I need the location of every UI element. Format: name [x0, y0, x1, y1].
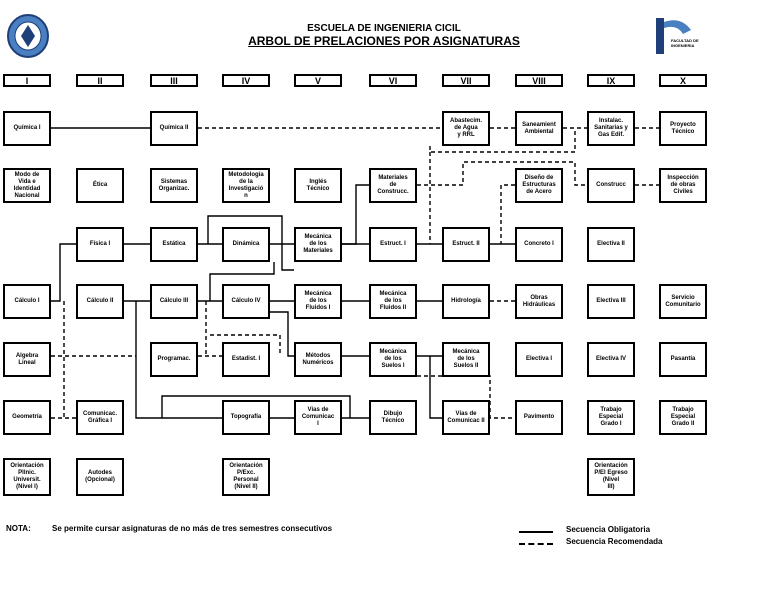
semester-header-2: II — [76, 74, 124, 87]
mandatory-sequence-line — [135, 301, 222, 419]
course-box-orientacion2: Orientación P/Exc. Personal (Nivel II) — [222, 458, 270, 496]
legend-solid-line — [519, 531, 553, 533]
course-box-hidrologia: Hidrología — [442, 284, 490, 319]
note-label: NOTA: — [6, 524, 31, 533]
legend-mandatory-label: Secuencia Obligatoria — [566, 525, 651, 534]
semester-header-6: VI — [369, 74, 417, 87]
mandatory-sequence-line — [342, 184, 369, 245]
course-box-electiva3: Electiva III — [587, 284, 635, 319]
course-box-orientacion3: Orientación P/El Egreso (Nivel III) — [587, 458, 635, 496]
university-seal-icon — [7, 14, 49, 58]
mandatory-sequence-line — [270, 311, 294, 357]
course-box-geometria: Geometría — [3, 400, 51, 435]
course-box-proyecto: Proyecto Técnico — [659, 111, 707, 146]
course-box-materiales: Materiales de Construcc. — [369, 168, 417, 203]
course-box-vias2: Vías de Comunicac II — [442, 400, 490, 435]
course-box-trabajo1: Trabajo Especial Grado I — [587, 400, 635, 435]
course-box-mec-fluidos2: Mecánica de los Fluidos II — [369, 284, 417, 319]
recommended-sequence-line — [429, 128, 576, 153]
course-box-inspeccion: Inspección de obras Civiles — [659, 168, 707, 203]
course-box-estruct2: Estruct. II — [442, 227, 490, 262]
course-box-electiva2: Electiva II — [587, 227, 635, 262]
course-box-pasantia: Pasantía — [659, 342, 707, 377]
course-box-comunicac1: Comunicac. Gráfica I — [76, 400, 124, 435]
semester-header-3: III — [150, 74, 198, 87]
semester-header-5: V — [294, 74, 342, 87]
course-box-estruct1: Estruct. I — [369, 227, 417, 262]
faculty-logo-text: FACULTAD DE INGENIERIA — [671, 38, 699, 48]
course-box-instalac: Instalac. Sanitarias y Gas Edif. — [587, 111, 635, 146]
mandatory-sequence-line — [51, 243, 76, 302]
legend-recommended-label: Secuencia Recomendada — [566, 537, 663, 546]
course-box-autodes: Autodes (Opcional) — [76, 458, 124, 496]
course-box-modo-vida: Modo de Vida e Identidad Nacional — [3, 168, 51, 203]
course-box-mec-suelos2: Mecánica de los Suelos II — [442, 342, 490, 377]
semester-header-10: X — [659, 74, 707, 87]
course-box-servicio: Servicio Comunitario — [659, 284, 707, 319]
recommended-sequence-line — [210, 334, 281, 356]
semester-header-4: IV — [222, 74, 270, 87]
school-name: ESCUELA DE INGENIERIA CICIL — [307, 23, 461, 34]
note-text: Se permite cursar asignaturas de no más … — [52, 524, 333, 533]
course-box-construcc: Construcc — [587, 168, 635, 203]
course-box-metodologia: Metodología de la Investigació n — [222, 168, 270, 203]
course-box-metodos: Métodos Numéricos — [294, 342, 342, 377]
faculty-logo-icon — [656, 18, 691, 54]
course-box-fisica1: Física I — [76, 227, 124, 262]
semester-header-9: IX — [587, 74, 635, 87]
course-box-algebra: Algebra Lineal — [3, 342, 51, 377]
mandatory-sequence-line — [161, 395, 351, 418]
course-box-ingles: Inglés Técnico — [294, 168, 342, 203]
course-box-estadist: Estadist. I — [222, 342, 270, 377]
course-box-etica: Ética — [76, 168, 124, 203]
course-box-concreto1: Concreto I — [515, 227, 563, 262]
mandatory-sequence-line — [429, 356, 442, 419]
course-box-programac: Programac. — [150, 342, 198, 377]
course-box-electiva1: Electiva I — [515, 342, 563, 377]
legend-dashed-line — [519, 543, 553, 545]
course-box-quimica2: Química II — [150, 111, 198, 146]
course-box-pavimento: Pavimento — [515, 400, 563, 435]
mandatory-sequence-line — [209, 262, 275, 301]
course-box-mec-materiales: Mecánica de los Materiales — [294, 227, 342, 262]
course-box-topografia: Topografía — [222, 400, 270, 435]
course-box-electiva4: Electiva IV — [587, 342, 635, 377]
course-box-vias1: Vías de Comunicac I — [294, 400, 342, 435]
course-box-calculo4: Cálculo IV — [222, 284, 270, 319]
semester-header-1: I — [3, 74, 51, 87]
course-box-diseno: Diseño de Estructuras de Acero — [515, 168, 563, 203]
course-box-calculo1: Cálculo I — [3, 284, 51, 319]
course-box-dibujo: Dibujo Técnico — [369, 400, 417, 435]
course-box-dinamica: Dinámica — [222, 227, 270, 262]
course-box-saneamiento: Saneamient Ambiental — [515, 111, 563, 146]
semester-header-8: VIII — [515, 74, 563, 87]
course-box-orientacion1: Orientación Pllnic. Universit. (Nivel I) — [3, 458, 51, 496]
course-box-trabajo2: Trabajo Especial Grado II — [659, 400, 707, 435]
course-box-calculo3: Cálculo III — [150, 284, 198, 319]
course-box-calculo2: Cálculo II — [76, 284, 124, 319]
recommended-sequence-line — [417, 161, 587, 186]
course-box-abastecim: Abastecim. de Agua y RRL — [442, 111, 490, 146]
course-box-estatica: Estática — [150, 227, 198, 262]
course-box-quimica1: Química I — [3, 111, 51, 146]
mandatory-sequence-line — [207, 215, 294, 271]
semester-header-7: VII — [442, 74, 490, 87]
course-box-mec-fluidos1: Mecánica de los Fluidos I — [294, 284, 342, 319]
course-box-sistemas: Sistemas Organizac. — [150, 168, 198, 203]
page-title: ARBOL DE PRELACIONES POR ASIGNATURAS — [248, 34, 520, 48]
course-box-obras-hidraulicas: Obras Hidráulicas — [515, 284, 563, 319]
course-box-mec-suelos1: Mecánica de los Suelos I — [369, 342, 417, 377]
